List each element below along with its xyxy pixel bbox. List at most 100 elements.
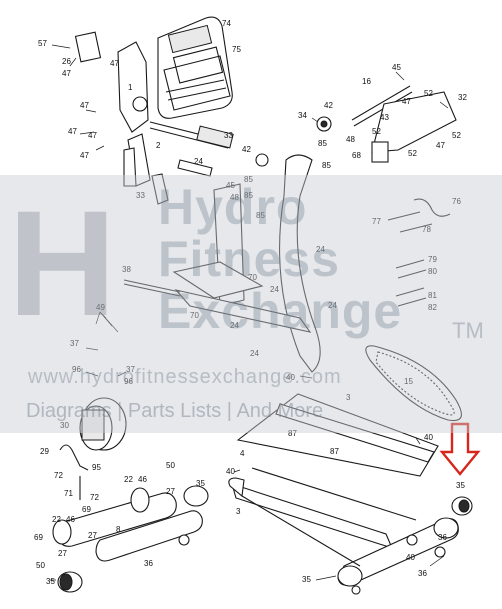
callout-22: 22 xyxy=(52,515,61,524)
callout-80: 80 xyxy=(428,267,437,276)
callout-85: 85 xyxy=(318,139,327,148)
callout-26: 26 xyxy=(62,57,71,66)
callout-4: 4 xyxy=(240,449,245,458)
console-assembly xyxy=(157,16,233,119)
callout-40: 40 xyxy=(286,373,295,382)
callout-33: 33 xyxy=(136,191,145,200)
callout-2: 2 xyxy=(156,141,161,150)
callout-32: 32 xyxy=(458,93,467,102)
callout-68: 68 xyxy=(352,151,361,160)
callout-95: 95 xyxy=(92,463,101,472)
callout-82: 82 xyxy=(428,303,437,312)
left-pedal-arms xyxy=(52,485,209,593)
callout-85: 85 xyxy=(244,191,253,200)
callout-70: 70 xyxy=(248,273,257,282)
drive-belt xyxy=(365,345,462,422)
watermark-line-2: Fitness xyxy=(158,231,341,287)
callout-48: 48 xyxy=(230,193,239,202)
callout-22: 22 xyxy=(124,475,133,484)
callout-48: 48 xyxy=(346,135,355,144)
callout-72: 72 xyxy=(54,471,63,480)
watermark-logo: H xyxy=(8,179,117,347)
callout-8: 8 xyxy=(116,525,121,534)
callout-85: 85 xyxy=(322,161,331,170)
callout-27: 27 xyxy=(58,549,67,558)
callout-50: 50 xyxy=(36,561,45,570)
callout-24: 24 xyxy=(250,349,259,358)
rear-base-frame xyxy=(228,393,473,595)
callout-96: 96 xyxy=(124,377,133,386)
callout-29: 29 xyxy=(40,447,49,456)
callout-52: 52 xyxy=(424,89,433,98)
watermark-line-3: Exchange xyxy=(158,283,403,339)
callout-15: 15 xyxy=(404,377,413,386)
callout-40: 40 xyxy=(424,433,433,442)
callout-30: 30 xyxy=(60,421,69,430)
callout-labels: 74 75 57 26 47 47 47 47 47 47 47 47 1 2 … xyxy=(34,19,467,586)
callout-36: 36 xyxy=(144,559,153,568)
callout-47: 47 xyxy=(110,59,119,68)
callout-16: 16 xyxy=(362,77,371,86)
callout-96: 96 xyxy=(72,365,81,374)
callout-24: 24 xyxy=(316,245,325,254)
callout-3: 3 xyxy=(236,507,241,516)
callout-42: 42 xyxy=(324,101,333,110)
callout-34: 34 xyxy=(298,111,307,120)
callout-35: 35 xyxy=(196,479,205,488)
callout-27: 27 xyxy=(88,531,97,540)
callout-45: 45 xyxy=(226,181,235,190)
flywheel-assembly xyxy=(59,397,127,500)
highlight-arrow xyxy=(439,422,481,476)
callout-47: 47 xyxy=(68,127,77,136)
callout-87: 87 xyxy=(288,429,297,438)
callout-1: 1 xyxy=(128,83,133,92)
callout-72: 72 xyxy=(90,493,99,502)
callout-45: 45 xyxy=(392,63,401,72)
callout-24: 24 xyxy=(270,285,279,294)
callout-46: 46 xyxy=(66,515,75,524)
callout-24: 24 xyxy=(230,321,239,330)
callout-78: 78 xyxy=(422,225,431,234)
callout-69: 69 xyxy=(34,533,43,542)
callout-81: 81 xyxy=(428,291,437,300)
callout-47: 47 xyxy=(80,101,89,110)
watermark-trademark: TM xyxy=(452,318,484,343)
callout-52: 52 xyxy=(408,149,417,158)
callout-37: 37 xyxy=(70,339,79,348)
callout-47: 47 xyxy=(80,151,89,160)
callout-52: 52 xyxy=(452,131,461,140)
callout-47: 47 xyxy=(402,97,411,106)
callout-35: 35 xyxy=(456,481,465,490)
callout-36: 36 xyxy=(418,569,427,578)
watermark-line-1: Hydro xyxy=(158,179,308,235)
callout-35: 35 xyxy=(302,575,311,584)
callout-49: 49 xyxy=(96,303,105,312)
fastener-leaders xyxy=(50,44,449,581)
callout-52: 52 xyxy=(372,127,381,136)
callout-37: 37 xyxy=(126,365,135,374)
drive-axle-assembly xyxy=(255,85,457,167)
watermark-url: www.hydrofitnessexchange.com xyxy=(28,366,342,388)
watermark-band xyxy=(0,175,502,433)
main-frame xyxy=(123,154,321,373)
callout-43: 43 xyxy=(380,113,389,122)
callout-85: 85 xyxy=(256,211,265,220)
callout-76: 76 xyxy=(452,197,461,206)
callout-36: 36 xyxy=(438,533,447,542)
wire-harness-group xyxy=(387,198,451,307)
callout-47: 47 xyxy=(88,131,97,140)
callout-77: 77 xyxy=(372,217,381,226)
callout-75: 75 xyxy=(232,45,241,54)
callout-46: 46 xyxy=(138,475,147,484)
callout-70: 70 xyxy=(190,311,199,320)
callout-38: 38 xyxy=(122,265,131,274)
callout-24: 24 xyxy=(194,157,203,166)
callout-27: 27 xyxy=(166,487,175,496)
callout-40: 40 xyxy=(226,467,235,476)
callout-40: 40 xyxy=(406,553,415,562)
callout-35: 35 xyxy=(46,577,55,586)
callout-3: 3 xyxy=(346,393,351,402)
callout-71: 71 xyxy=(64,489,73,498)
